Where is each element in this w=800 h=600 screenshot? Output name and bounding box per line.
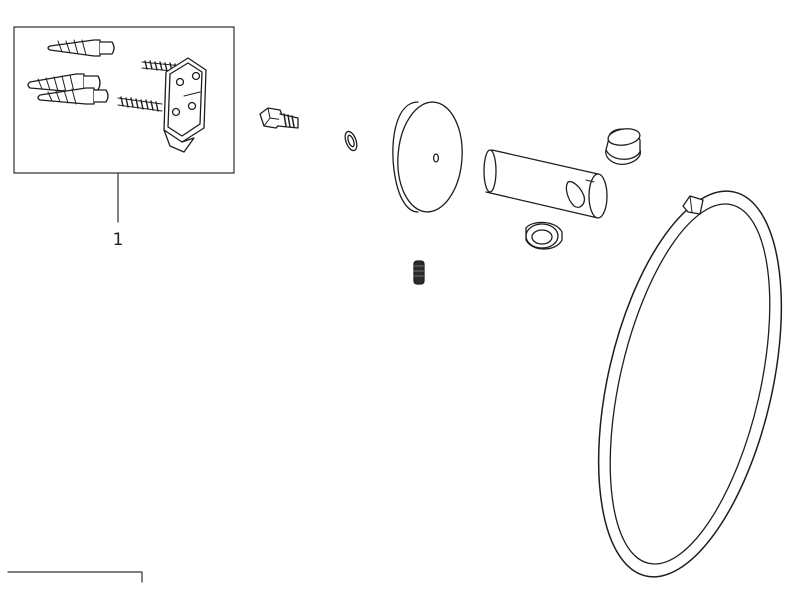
threaded-screw-icon	[117, 96, 163, 112]
bushing-icon	[525, 221, 563, 250]
towel-ring-icon	[597, 190, 783, 578]
frame-edge-line	[7, 571, 143, 583]
hex-bolt-icon	[259, 107, 299, 129]
callout-number-1: 1	[112, 230, 124, 250]
mounting-bracket-icon	[163, 57, 207, 153]
end-cap-icon	[605, 128, 642, 165]
wall-anchor-icon	[27, 73, 101, 93]
wall-flange-icon	[392, 101, 463, 213]
wall-anchor-icon	[37, 87, 109, 105]
mounting-kit-callout-box	[13, 26, 235, 223]
set-screw-icon	[413, 260, 425, 285]
lock-washer-icon	[344, 130, 358, 152]
ring-holder-body-icon	[483, 149, 608, 219]
wall-anchor-icon	[47, 39, 115, 57]
